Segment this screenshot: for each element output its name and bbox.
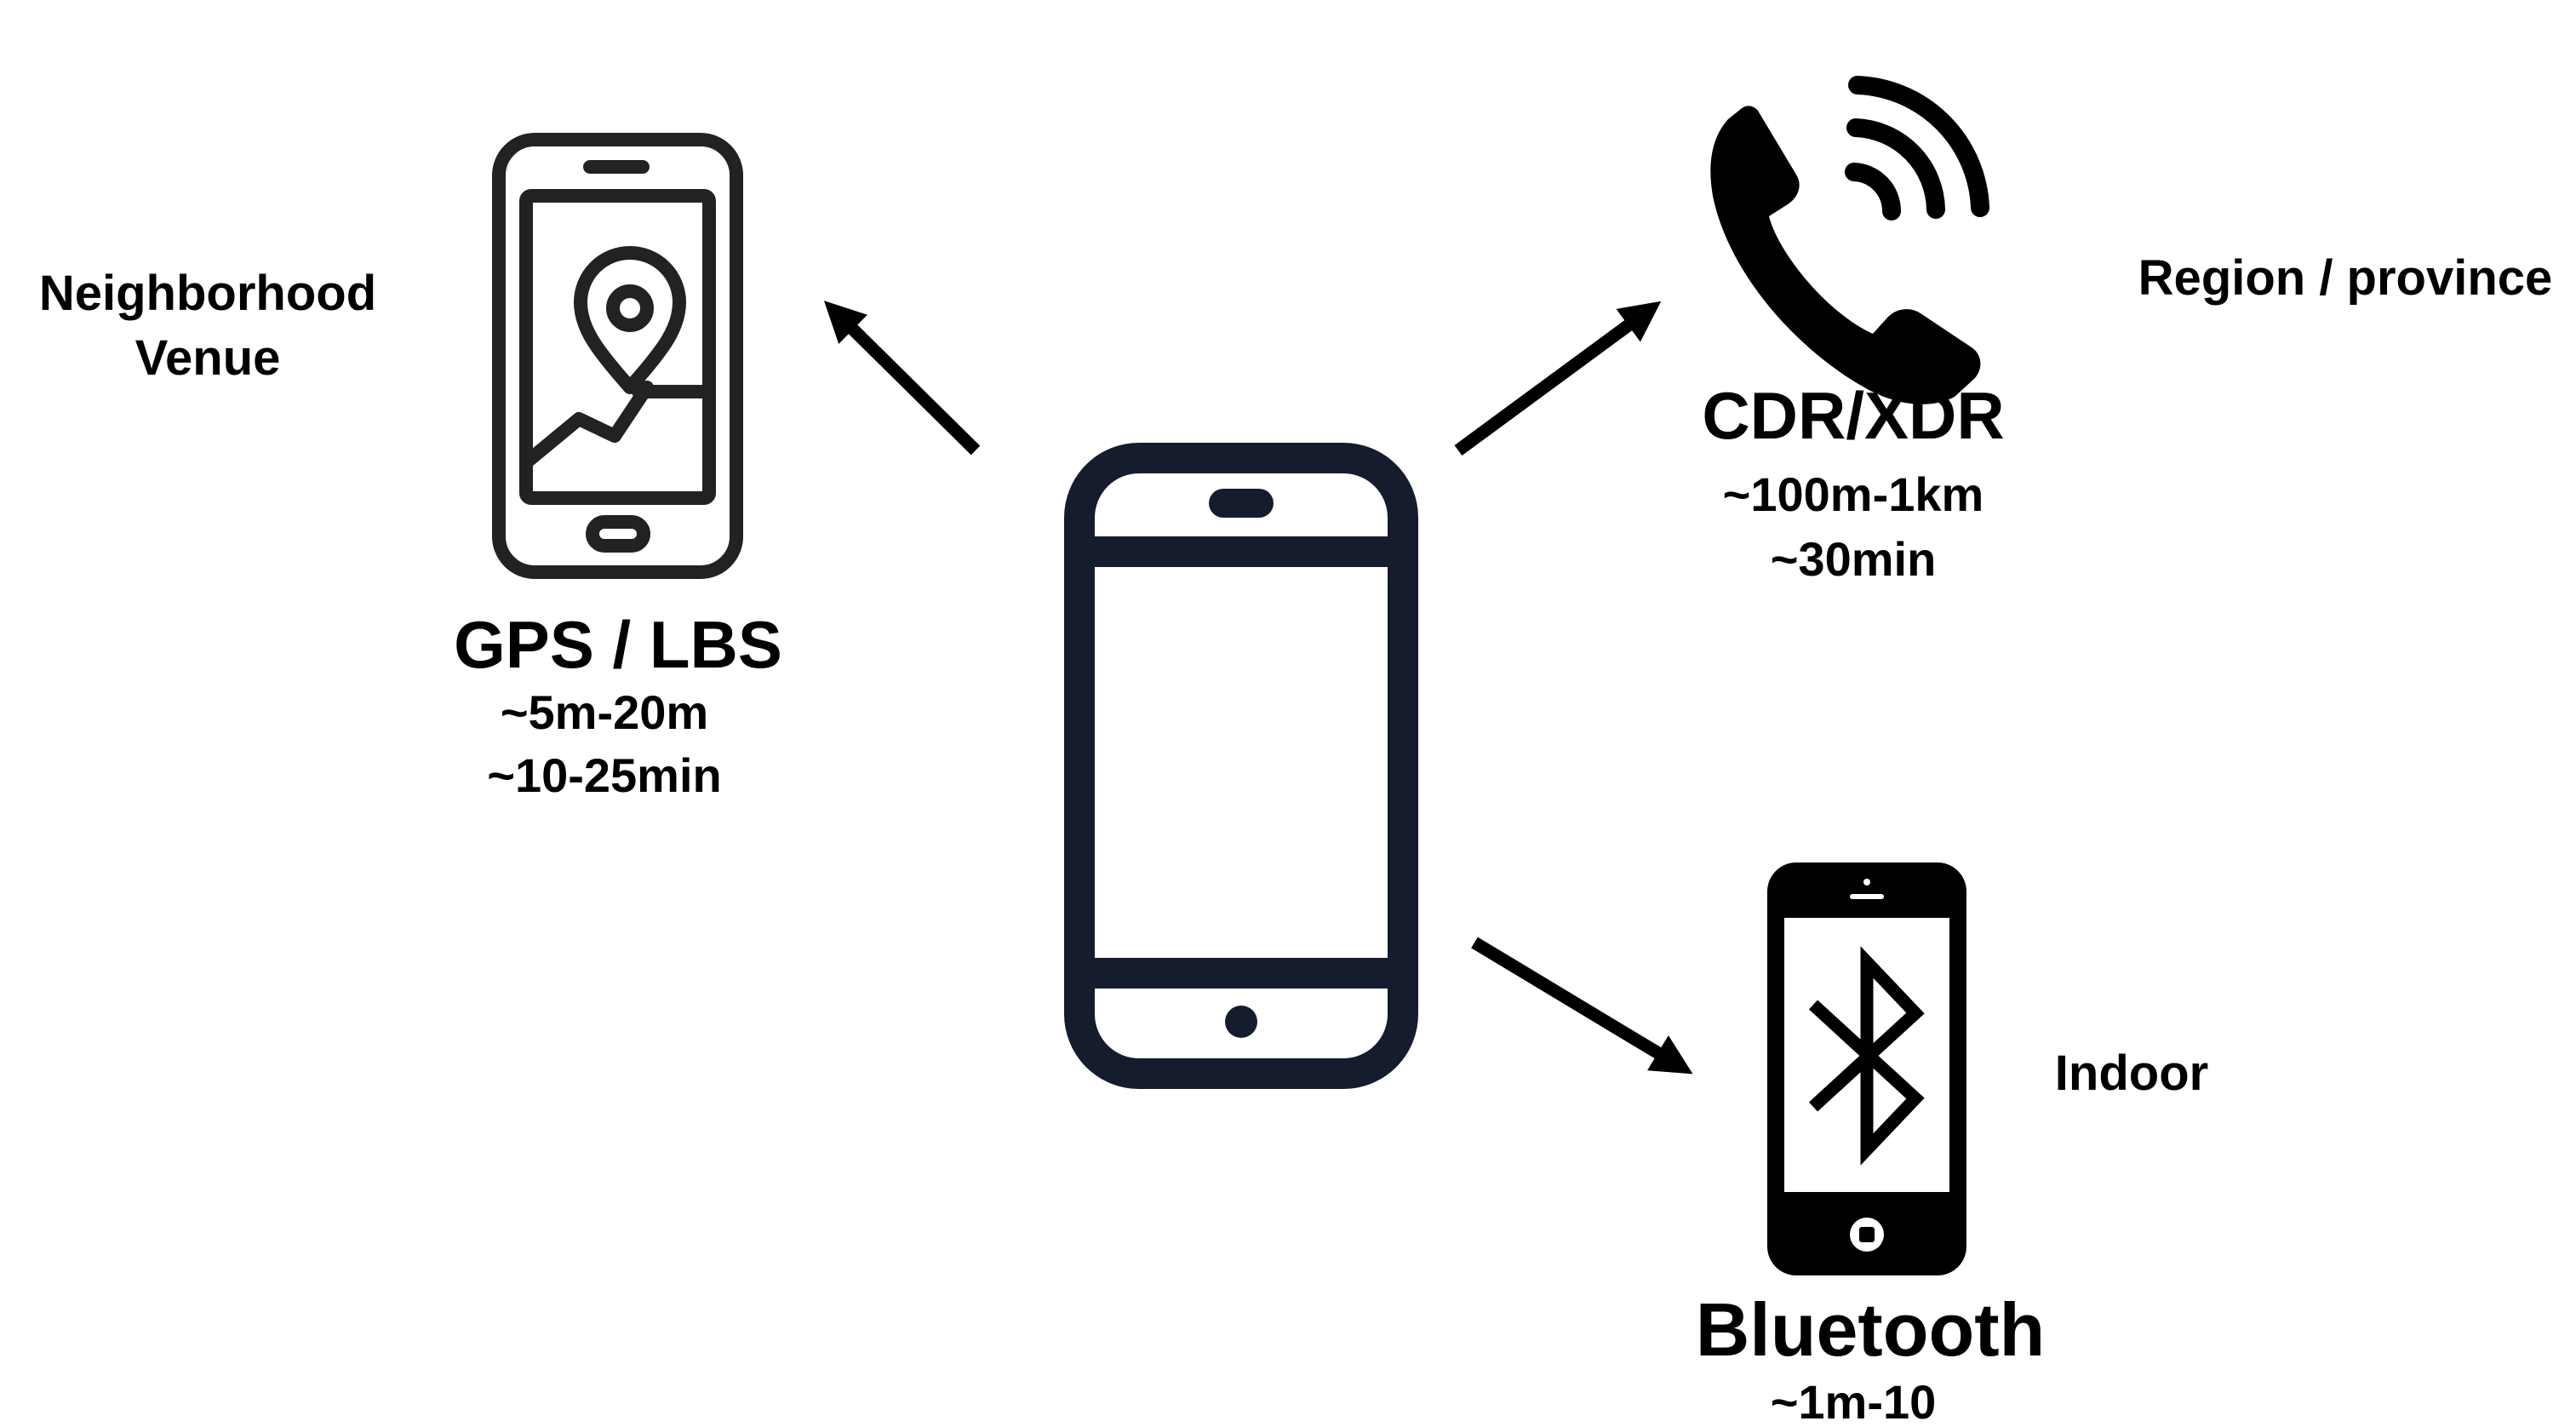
bluetooth-title: Bluetooth: [1696, 1287, 2046, 1372]
arrow-to-cdr: [1454, 301, 1662, 456]
bluetooth-scope: Indoor: [2055, 1046, 2208, 1101]
phone-call-icon: [1710, 76, 1989, 404]
map-phone-icon: [492, 133, 743, 579]
arrow-to-bluetooth: [1471, 937, 1693, 1075]
cdr-accuracy: ~100m-1km: [1723, 467, 1984, 521]
arrow-to-gps: [823, 301, 981, 456]
gps-scope-line1: Neighborhood: [39, 266, 376, 321]
cdr-title: CDR/XDR: [1702, 378, 2004, 453]
bluetooth-accuracy: ~1m-10: [1771, 1375, 1937, 1427]
smartphone-icon: [1064, 443, 1418, 1089]
gps-title: GPS / LBS: [454, 607, 782, 682]
cdr-latency: ~30min: [1771, 532, 1937, 586]
bluetooth-phone-icon: [1767, 863, 1966, 1275]
gps-latency: ~10-25min: [487, 748, 722, 802]
gps-accuracy: ~5m-20m: [501, 685, 708, 739]
cdr-scope: Region / province: [2138, 250, 2553, 306]
gps-scope-line2: Venue: [135, 330, 281, 386]
